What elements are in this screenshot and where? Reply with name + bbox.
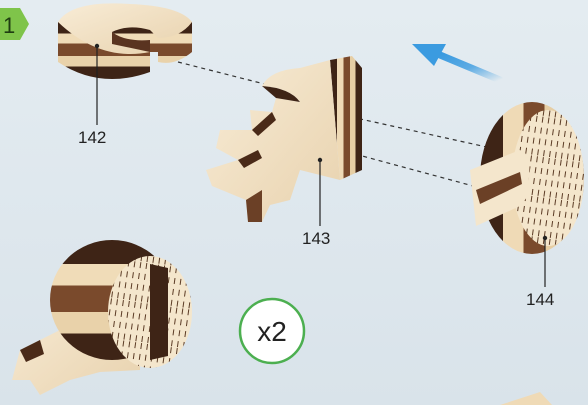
leader-dots xyxy=(94,43,548,241)
assembled-piece xyxy=(12,240,192,395)
next-piece-fragment xyxy=(500,392,552,405)
part-label-143: 143 xyxy=(302,229,330,248)
part-label-142: 142 xyxy=(78,128,106,147)
quantity-label: x2 xyxy=(257,316,287,347)
quantity-badge: x2 xyxy=(238,297,306,365)
part-143-piece xyxy=(206,56,362,222)
direction-arrow-icon xyxy=(412,44,504,84)
part-label-144: 144 xyxy=(526,290,554,309)
part-144-piece xyxy=(470,102,584,254)
leader-lines xyxy=(96,46,546,287)
assembly-guide-lines xyxy=(177,61,501,191)
step-badge: 1 xyxy=(0,8,29,40)
part-142-piece xyxy=(58,3,192,80)
step-number: 1 xyxy=(3,13,15,38)
